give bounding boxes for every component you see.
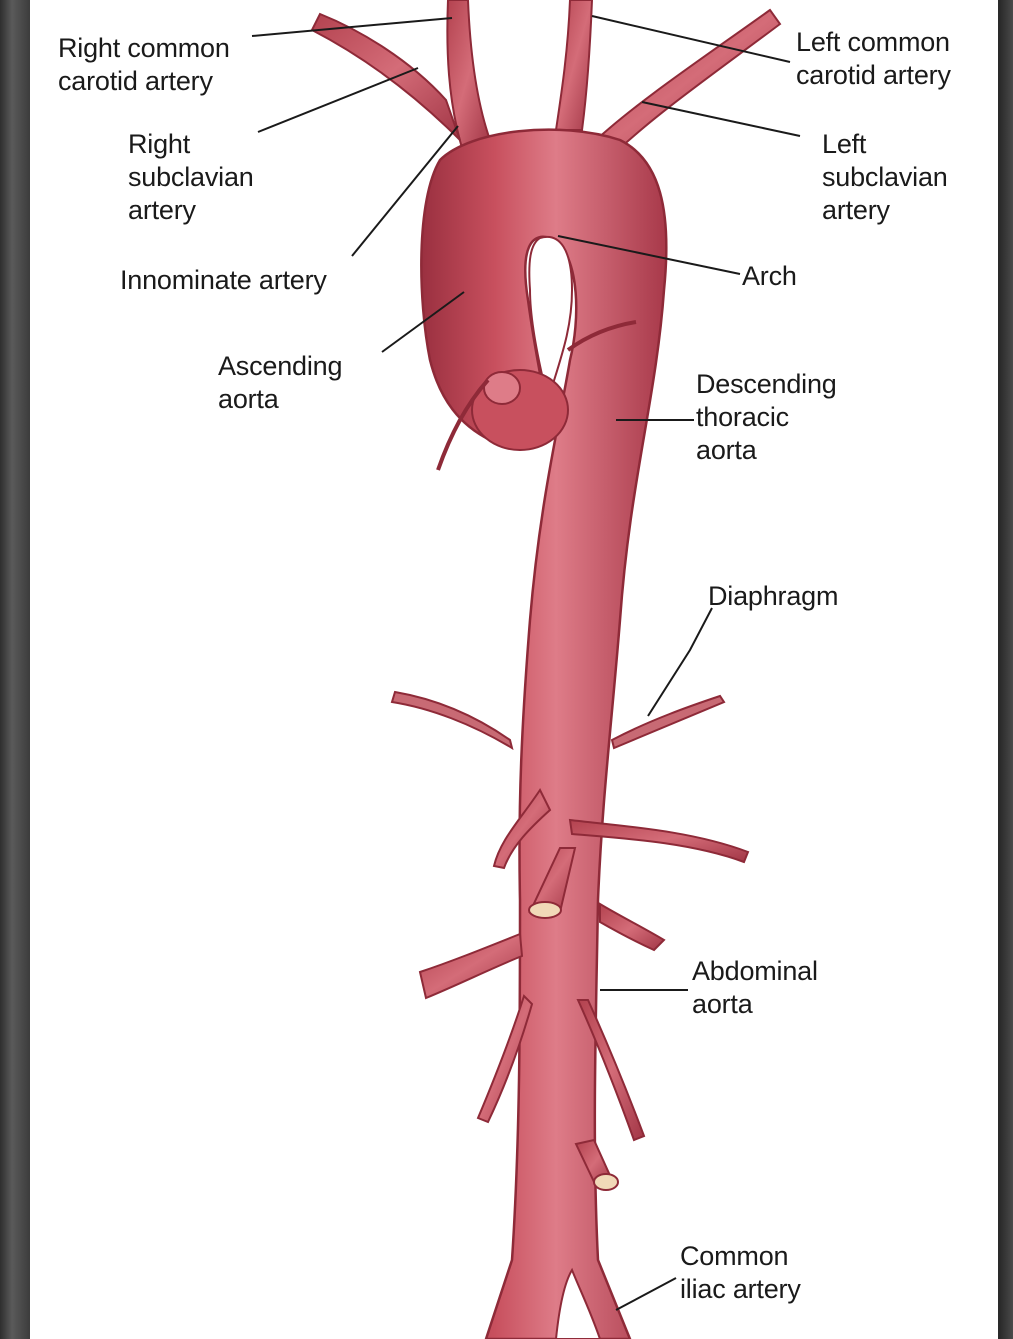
renal-left bbox=[420, 934, 522, 998]
label-right-common-carotid: Right common carotid artery bbox=[58, 32, 230, 98]
label-common-iliac-artery: Common iliac artery bbox=[680, 1240, 801, 1306]
label-innominate: Innominate artery bbox=[120, 264, 327, 297]
label-left-common-carotid: Left common carotid artery bbox=[796, 26, 951, 92]
label-right-subclavian: Right subclavian artery bbox=[128, 128, 254, 227]
right-subclavian-vessel bbox=[312, 14, 460, 140]
label-abdominal-aorta: Abdominal aorta bbox=[692, 955, 818, 1021]
label-descending-thoracic-aorta: Descending thoracic aorta bbox=[696, 368, 837, 467]
renal-right bbox=[600, 904, 664, 950]
left-common-carotid-vessel bbox=[556, 0, 592, 130]
diaphragm-right bbox=[612, 696, 724, 748]
label-arch: Arch bbox=[742, 260, 797, 293]
label-diaphragm: Diaphragm bbox=[708, 580, 838, 613]
label-ascending-aorta: Ascending aorta bbox=[218, 350, 342, 416]
sma-opening bbox=[529, 902, 561, 918]
left-subclavian-vessel bbox=[596, 10, 780, 152]
diaphragm-left bbox=[392, 692, 512, 748]
label-left-subclavian: Left subclavian artery bbox=[822, 128, 948, 227]
